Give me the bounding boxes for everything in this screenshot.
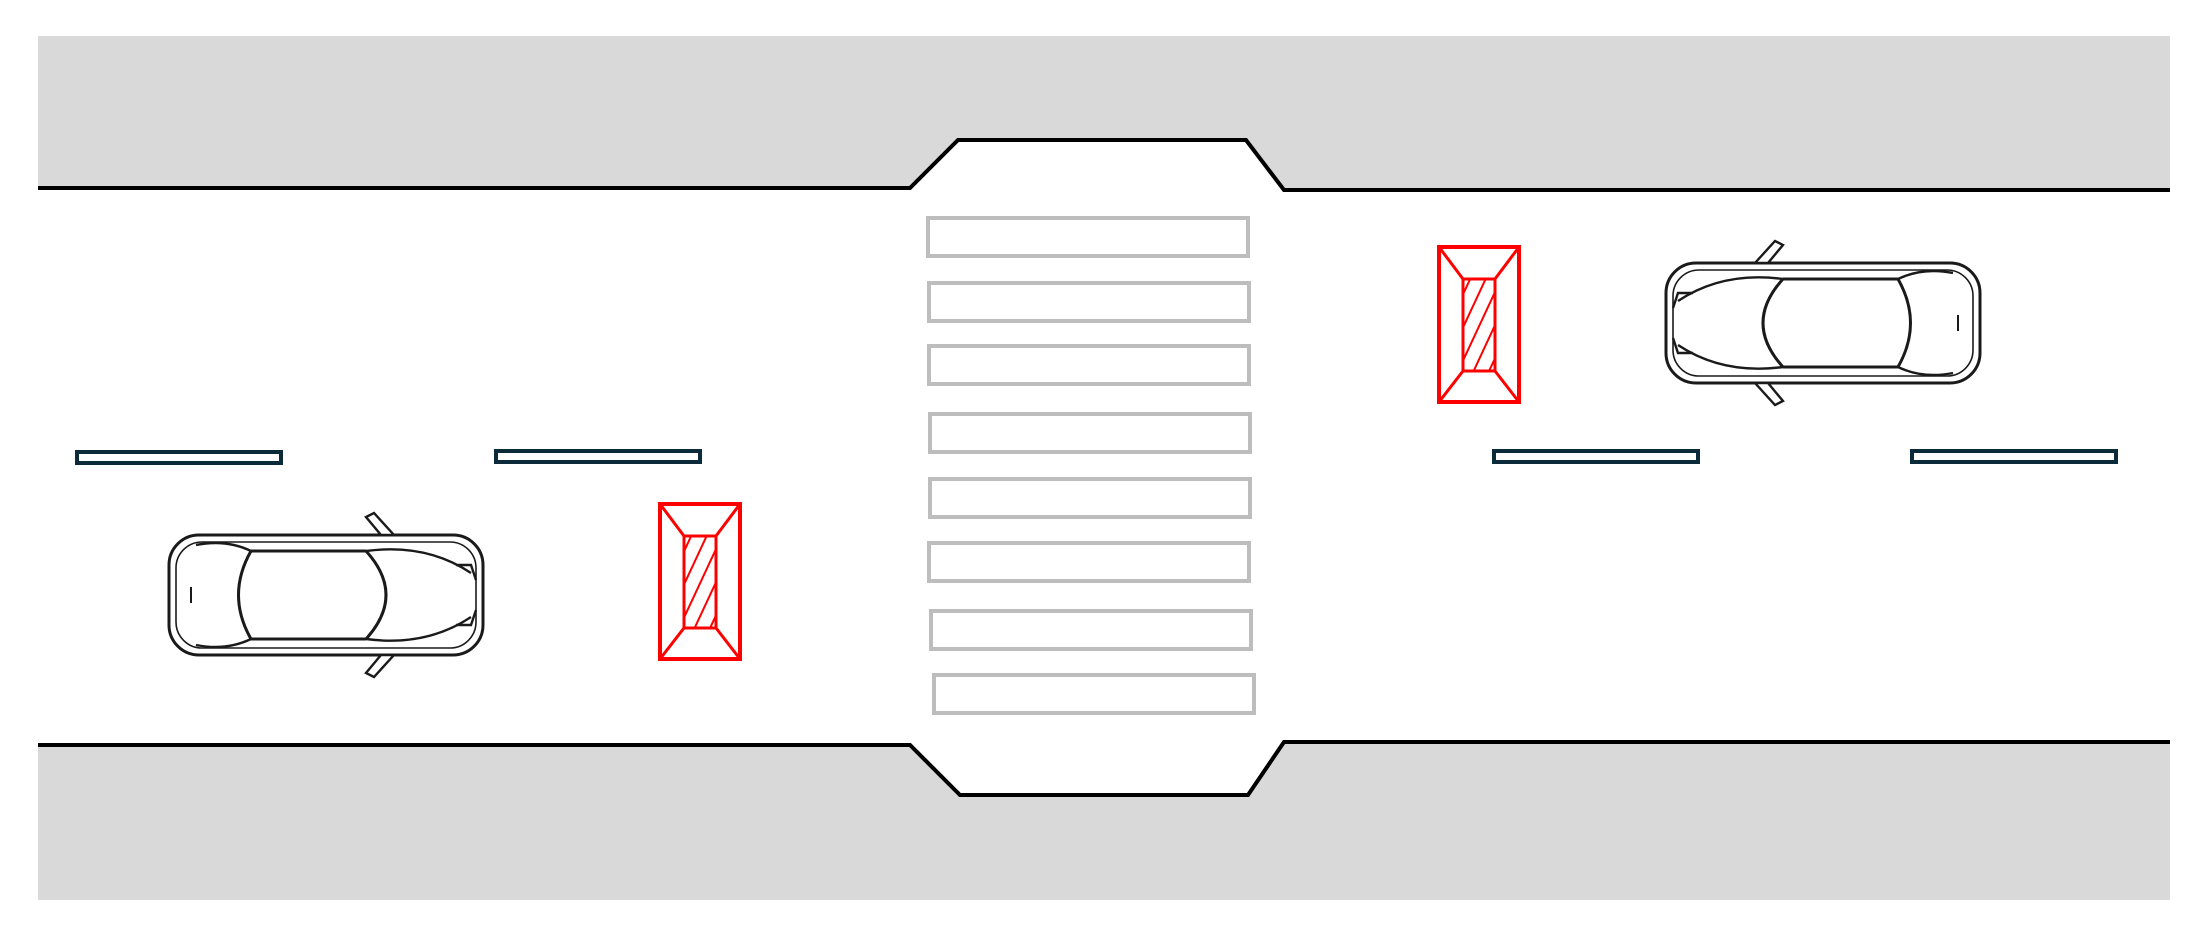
lane-divider	[75, 449, 2118, 465]
speed-bump-icon	[1437, 245, 1521, 404]
bottom-sidewalk	[38, 742, 2170, 900]
speed-bump-left	[658, 502, 742, 661]
bottom-curb-line	[38, 740, 2170, 797]
crosswalk-stripe	[932, 673, 1256, 715]
crosswalk-stripe	[927, 541, 1251, 583]
crosswalk-stripe	[927, 281, 1251, 323]
car-left	[167, 511, 485, 679]
speed-bump-right	[1437, 245, 1521, 404]
lane-dash	[1492, 449, 1700, 464]
car-top-view-icon	[167, 511, 485, 679]
crosswalk-stripe	[928, 477, 1252, 519]
crosswalk-stripe	[929, 609, 1253, 651]
top-sidewalk	[38, 36, 2170, 190]
speed-bump-icon	[658, 502, 742, 661]
lane-dash	[1910, 449, 2118, 464]
crosswalk-stripe	[926, 216, 1250, 258]
car-right	[1664, 239, 1982, 407]
crosswalk-stripe	[928, 412, 1252, 454]
lane-dash	[494, 449, 702, 464]
top-curb-line	[38, 138, 2170, 192]
crosswalk-stripe	[927, 344, 1251, 386]
car-top-view-icon	[1664, 239, 1982, 407]
lane-dash	[75, 450, 283, 465]
crosswalk	[926, 216, 1256, 715]
